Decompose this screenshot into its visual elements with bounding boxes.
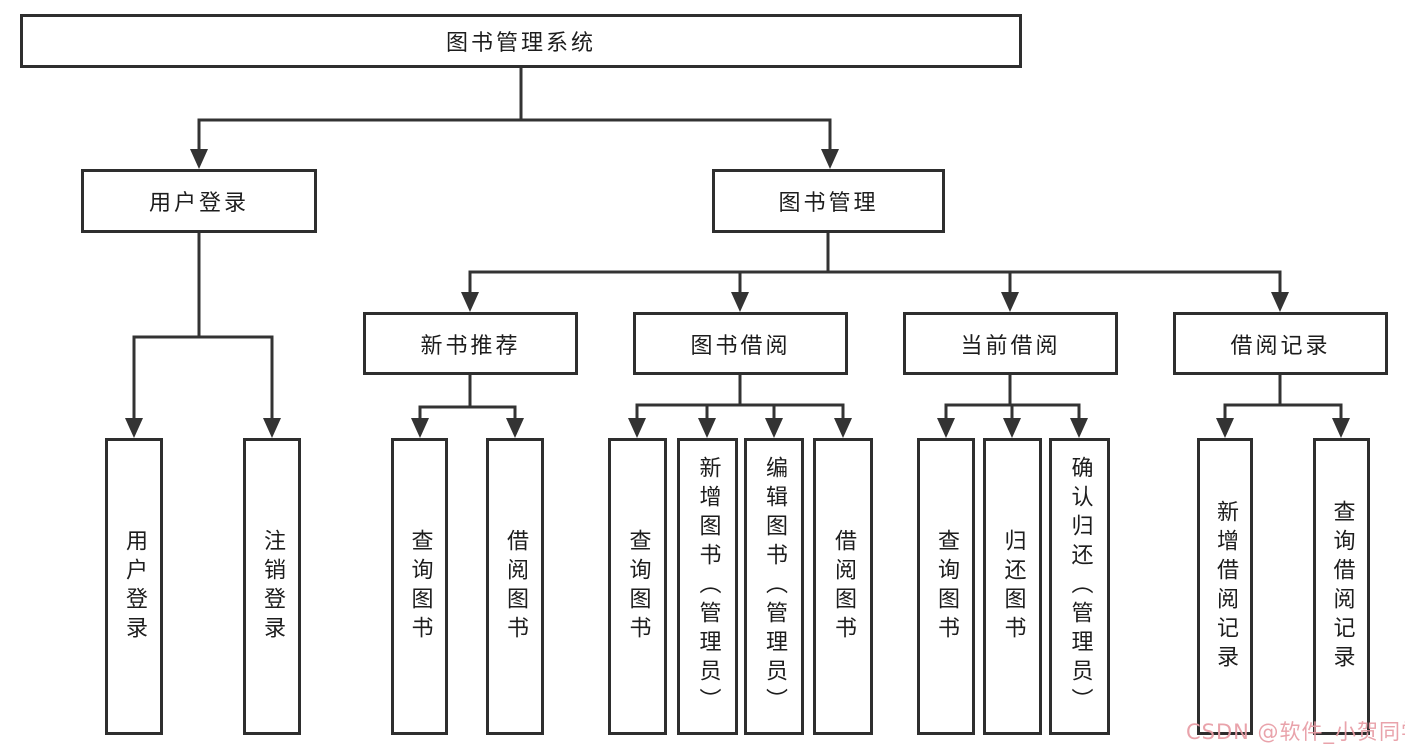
node-current-borrowing: 当前借阅 bbox=[903, 312, 1118, 375]
node-leaf-confirm-return-admin: 确认归还（管理员） bbox=[1049, 438, 1110, 735]
node-book-borrowing: 图书借阅 bbox=[633, 312, 848, 375]
node-leaf-edit-books-admin: 编辑图书（管理员） bbox=[744, 438, 804, 735]
node-leaf-borrow-books-2: 借阅图书 bbox=[813, 438, 873, 735]
node-new-book-recommend: 新书推荐 bbox=[363, 312, 578, 375]
leaf-label: 查询借阅记录 bbox=[1329, 499, 1355, 674]
node-book-management: 图书管理 bbox=[712, 169, 945, 233]
csdn-watermark: CSDN @软件_小贺同学 bbox=[1186, 720, 1405, 744]
node-leaf-query-books-2: 查询图书 bbox=[608, 438, 667, 735]
node-leaf-return-books: 归还图书 bbox=[983, 438, 1042, 735]
leaf-label: 新增借阅记录 bbox=[1213, 499, 1238, 674]
leaf-label: 查询图书 bbox=[407, 528, 433, 645]
node-leaf-query-borrow-record: 查询借阅记录 bbox=[1313, 438, 1370, 735]
leaf-label: 新增图书（管理员） bbox=[695, 456, 721, 717]
node-leaf-query-books-3: 查询图书 bbox=[917, 438, 975, 735]
node-leaf-add-borrow-record: 新增借阅记录 bbox=[1197, 438, 1253, 735]
node-leaf-add-books-admin: 新增图书（管理员） bbox=[677, 438, 738, 735]
node-leaf-query-books-1: 查询图书 bbox=[391, 438, 448, 735]
leaf-label: 确认归还（管理员） bbox=[1067, 456, 1093, 717]
leaf-label: 查询图书 bbox=[934, 528, 959, 645]
leaf-label: 用户登录 bbox=[122, 528, 147, 645]
node-leaf-user-login: 用户登录 bbox=[105, 438, 163, 735]
node-library-management-system: 图书管理系统 bbox=[20, 14, 1022, 68]
node-leaf-logout: 注销登录 bbox=[243, 438, 301, 735]
leaf-label: 归还图书 bbox=[1000, 528, 1026, 645]
leaf-label: 查询图书 bbox=[625, 528, 651, 645]
node-user-login: 用户登录 bbox=[81, 169, 317, 233]
node-borrowing-records: 借阅记录 bbox=[1173, 312, 1388, 375]
leaf-label: 编辑图书（管理员） bbox=[762, 456, 787, 717]
leaf-label: 借阅图书 bbox=[503, 528, 528, 645]
node-leaf-borrow-books-1: 借阅图书 bbox=[486, 438, 544, 735]
leaf-label: 注销登录 bbox=[260, 528, 285, 645]
leaf-label: 借阅图书 bbox=[831, 528, 856, 645]
